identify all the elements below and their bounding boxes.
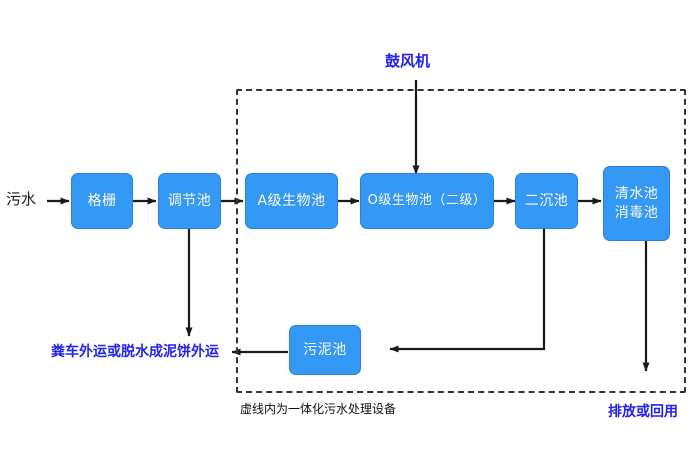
node-secondary-clarifier[interactable]: 二沉池	[515, 173, 578, 229]
inflow-label: 污水	[6, 190, 37, 208]
node-grid-label: 格栅	[87, 192, 117, 209]
node-a-stage-bioreactor[interactable]: A级生物池	[245, 173, 338, 229]
node-clearwater-tank-label: 清水池	[614, 185, 659, 202]
node-regulating-tank-label: 调节池	[167, 192, 212, 209]
node-sludge-tank-label: 污泥池	[303, 341, 347, 358]
discharge-reuse-label: 排放或回用	[608, 404, 678, 420]
node-clearwater-disinfection-tank[interactable]: 清水池 消毒池	[603, 166, 670, 241]
node-grid[interactable]: 格栅	[71, 173, 133, 229]
dashed-box-caption: 虚线内为一体化污水处理设备	[240, 402, 397, 416]
arrow-secondary-to-sludge-tank	[389, 229, 546, 353]
node-regulating-tank[interactable]: 调节池	[158, 173, 221, 229]
node-o-stage-bioreactor[interactable]: O级生物池（二级）	[360, 173, 494, 229]
node-disinfection-tank-label: 消毒池	[614, 204, 659, 221]
node-sludge-tank[interactable]: 污泥池	[289, 325, 361, 375]
blower-label: 鼓风机	[385, 52, 431, 70]
node-o-stage-bioreactor-label: O级生物池（二级）	[367, 192, 487, 208]
node-a-stage-bioreactor-label: A级生物池	[257, 192, 326, 209]
sludge-disposal-label: 粪车外运或脱水成泥饼外运	[51, 344, 219, 360]
node-secondary-clarifier-label: 二沉池	[524, 192, 569, 209]
integrated-equipment-boundary	[236, 89, 686, 393]
